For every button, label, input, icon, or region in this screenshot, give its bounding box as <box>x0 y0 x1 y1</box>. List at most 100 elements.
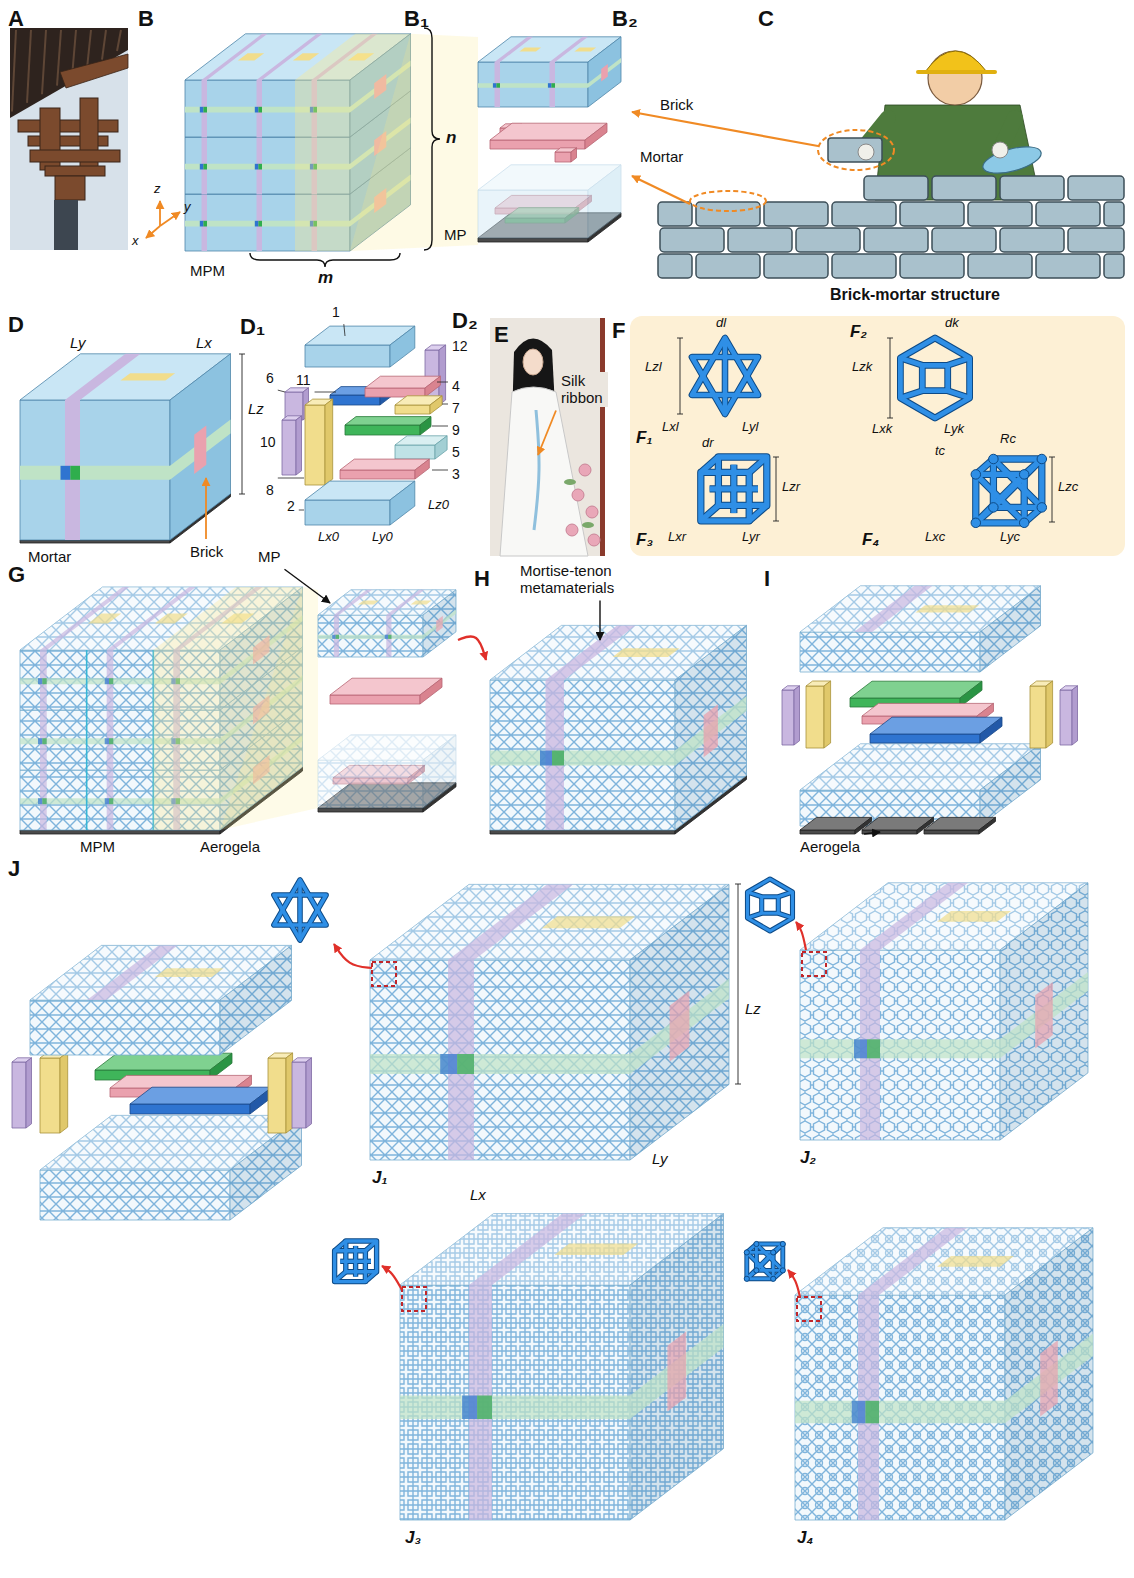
callout-number: 3 <box>452 466 460 482</box>
face <box>170 354 231 540</box>
dimension-label: Lz <box>745 1000 761 1017</box>
face <box>852 1401 866 1424</box>
panel-letter: m <box>318 268 333 288</box>
face <box>630 884 729 1160</box>
dimension-label: dk <box>945 316 959 331</box>
face <box>415 459 429 479</box>
axis <box>160 212 180 226</box>
face <box>448 884 573 960</box>
face <box>240 164 295 170</box>
strut <box>993 459 1041 507</box>
face <box>65 354 141 400</box>
callout-number: 2 <box>287 498 295 514</box>
leader-line <box>278 478 304 479</box>
shape <box>566 524 578 536</box>
block <box>800 586 1041 672</box>
panel-letter: D₂ <box>452 308 478 333</box>
face <box>255 107 259 113</box>
brick <box>658 254 692 278</box>
block <box>365 376 440 397</box>
shape <box>582 522 594 528</box>
face <box>469 1214 586 1285</box>
block <box>400 1214 724 1520</box>
strut <box>354 1246 357 1277</box>
face <box>858 1228 967 1295</box>
bracket <box>18 120 118 132</box>
face <box>258 107 262 113</box>
face <box>613 648 680 657</box>
face <box>865 1401 879 1424</box>
shape <box>1037 454 1047 464</box>
face <box>255 164 259 170</box>
dimension-label: Lyk <box>944 422 964 437</box>
face <box>824 681 831 748</box>
strut <box>756 1244 782 1270</box>
lattice-mpm <box>20 587 318 834</box>
strut <box>762 897 779 914</box>
face <box>980 744 1041 826</box>
block <box>806 681 831 748</box>
face <box>495 37 534 62</box>
face <box>87 798 154 804</box>
face <box>230 1115 302 1220</box>
dimension-label: Lz <box>248 400 264 417</box>
panel-letter: A <box>8 6 24 31</box>
block <box>795 1228 1093 1520</box>
leader-line <box>299 510 304 511</box>
face <box>240 107 295 113</box>
dimension-label: Lzc <box>1058 480 1078 495</box>
strut <box>701 457 719 472</box>
face <box>345 417 431 425</box>
strut <box>993 459 1041 507</box>
leader-line <box>432 470 448 471</box>
leader-line <box>442 404 448 405</box>
shape <box>780 1268 785 1273</box>
block <box>345 417 431 435</box>
face <box>490 680 675 830</box>
face <box>1000 972 1088 1058</box>
face <box>800 830 855 834</box>
face <box>800 950 1000 1140</box>
worker-cartoon <box>632 51 1124 278</box>
brace <box>250 253 400 267</box>
face <box>20 798 87 804</box>
annotation: Brick <box>190 543 223 560</box>
strut <box>756 1244 782 1270</box>
face <box>630 884 729 1160</box>
face <box>390 481 415 525</box>
face <box>1030 686 1046 748</box>
brick <box>728 228 792 252</box>
leader-line <box>344 324 345 336</box>
panel-letter: F₂ <box>850 322 867 342</box>
highlight-box <box>372 962 396 986</box>
shape <box>1019 518 1029 528</box>
shape <box>989 454 999 464</box>
callout-number: 6 <box>266 370 274 386</box>
ribbon <box>534 410 539 530</box>
dimension-line <box>887 418 893 419</box>
block <box>268 1053 293 1133</box>
shape <box>971 470 981 480</box>
photo-bracket <box>10 28 128 250</box>
block <box>370 884 729 1160</box>
face <box>794 686 800 745</box>
panel-letter: I <box>764 566 770 591</box>
dimension-line <box>1049 457 1055 458</box>
face <box>88 614 121 624</box>
highlight-box <box>402 1287 426 1311</box>
block <box>924 817 996 834</box>
brace <box>424 28 440 250</box>
red-arrow <box>458 636 486 660</box>
face <box>462 1396 477 1420</box>
strut <box>948 358 970 365</box>
annotation: Aerogela <box>200 838 260 855</box>
bracket <box>55 176 85 200</box>
strut <box>778 892 792 897</box>
face <box>105 678 109 684</box>
strut <box>723 338 728 414</box>
shape <box>690 191 766 211</box>
face <box>220 945 292 1055</box>
face <box>980 744 1041 826</box>
face <box>937 911 1011 922</box>
strut <box>756 1244 782 1270</box>
